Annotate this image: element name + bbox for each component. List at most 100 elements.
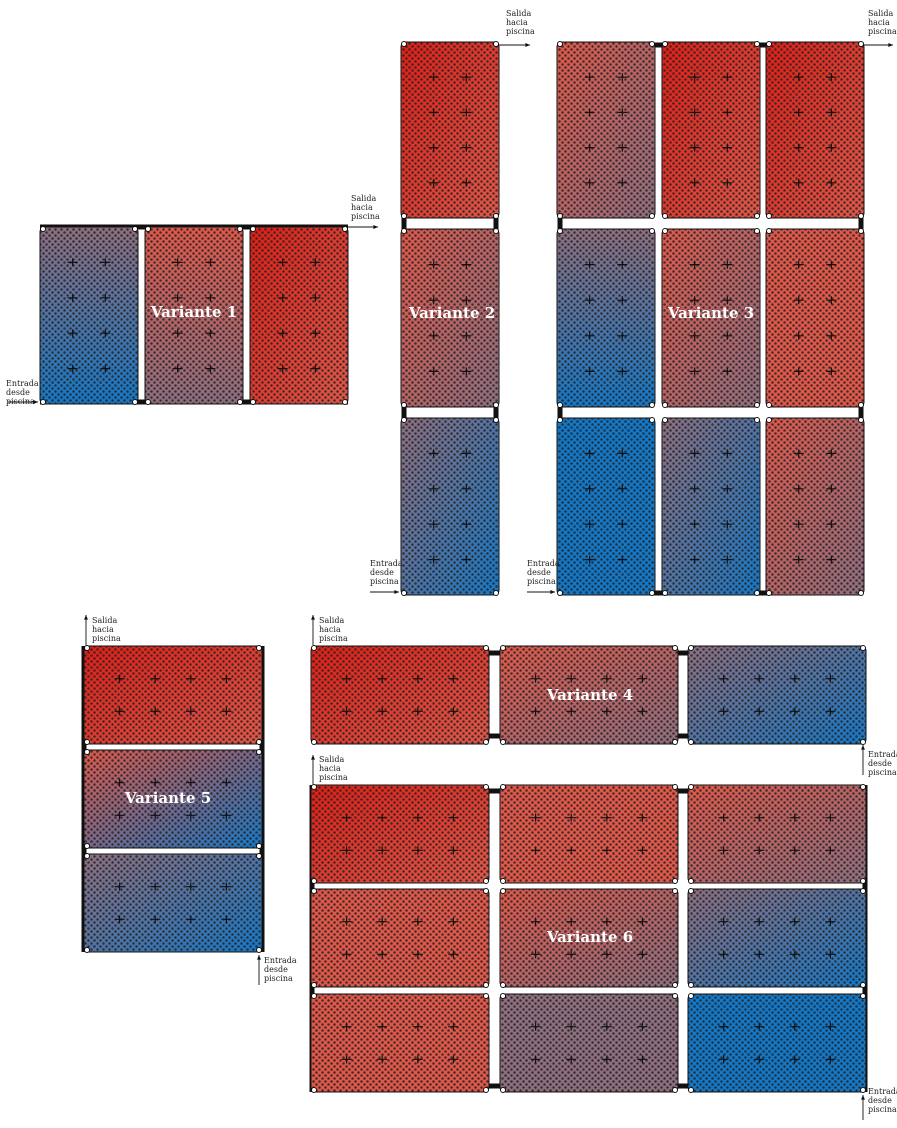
pipe-connector (40, 399, 46, 405)
fastener-mark (100, 258, 111, 267)
fastener-mark (826, 260, 837, 269)
fastener-mark (825, 950, 836, 959)
collector-panel (310, 888, 490, 988)
pipe-connector (860, 1087, 866, 1093)
fastener-mark (718, 813, 729, 822)
collector-panel (765, 41, 865, 219)
pipe-connector (672, 982, 678, 988)
fastener-mark (428, 331, 439, 340)
fastener-mark (722, 484, 733, 493)
collector-panel (310, 645, 490, 745)
fastener-mark (277, 293, 288, 302)
fastener-mark (377, 1022, 388, 1031)
pipe-connector (483, 993, 489, 999)
fastener-mark (825, 1055, 836, 1064)
pipe-connector (754, 41, 760, 47)
fastener-mark (789, 950, 800, 959)
inlet-arrow (861, 1095, 865, 1120)
fastener-mark (461, 520, 472, 529)
fastener-mark (689, 178, 700, 187)
fastener-mark (530, 674, 541, 683)
fastener-mark (826, 484, 837, 493)
fastener-mark (689, 484, 700, 493)
fastener-mark (530, 950, 541, 959)
pipe-connector (688, 982, 694, 988)
pipe-connector (662, 590, 668, 596)
fastener-mark (530, 846, 541, 855)
pipe-connector (860, 993, 866, 999)
pipe-connector (311, 739, 317, 745)
fastener-mark (689, 296, 700, 305)
fastener-mark (172, 258, 183, 267)
fastener-mark (722, 296, 733, 305)
fastener-mark (793, 296, 804, 305)
pipe-connector (493, 213, 499, 219)
collector-panel (765, 228, 865, 408)
fastener-mark (793, 520, 804, 529)
fastener-mark (689, 260, 700, 269)
fastener-mark (428, 296, 439, 305)
pipe-connector (401, 213, 407, 219)
inlet-arrow (527, 590, 555, 594)
pipe-connector (754, 213, 760, 219)
pipe-connector (256, 749, 262, 755)
fastener-mark (412, 950, 423, 959)
fastener-mark (601, 813, 612, 822)
fastener-mark (277, 364, 288, 373)
pipe-connector (500, 1087, 506, 1093)
collector-panel (249, 226, 349, 405)
fastener-mark (825, 707, 836, 716)
pipe-connector (672, 878, 678, 884)
fastener-mark (825, 917, 836, 926)
inlet-arrow (370, 590, 399, 594)
pipe-connector (500, 878, 506, 884)
pipe-connector (256, 843, 262, 849)
fastener-mark (826, 143, 837, 152)
fastener-mark (221, 778, 232, 787)
collector-panel (687, 993, 867, 1093)
fastener-mark (377, 813, 388, 822)
fastener-mark (793, 73, 804, 82)
fastener-mark (100, 329, 111, 338)
pipe-connector (754, 228, 760, 234)
fastener-mark (754, 707, 765, 716)
pipe-connector (311, 993, 317, 999)
pipe-connector (688, 888, 694, 894)
fastener-mark (566, 1022, 577, 1031)
fastener-mark (448, 813, 459, 822)
fastener-mark (448, 707, 459, 716)
fastener-mark (461, 555, 472, 564)
pipe-connector (145, 226, 151, 232)
pipe-connector (557, 590, 563, 596)
fastener-mark (114, 811, 125, 820)
fastener-mark (205, 258, 216, 267)
collector-panel (687, 784, 867, 884)
fastener-mark (530, 813, 541, 822)
fastener-mark (185, 811, 196, 820)
fastener-mark (617, 108, 628, 117)
fastener-mark (114, 882, 125, 891)
fastener-mark (448, 1022, 459, 1031)
fastener-mark (826, 178, 837, 187)
pipe-connector (766, 228, 772, 234)
collector-panel (39, 226, 139, 405)
fastener-mark (310, 329, 321, 338)
outlet-arrow (499, 43, 530, 47)
pipe-connector (483, 645, 489, 651)
fastener-mark (205, 364, 216, 373)
fastener-mark (448, 674, 459, 683)
pipe-connector (483, 982, 489, 988)
pipe-connector (483, 1087, 489, 1093)
pipe-connector (483, 878, 489, 884)
fastener-mark (428, 260, 439, 269)
fastener-mark (150, 882, 161, 891)
collector-panel (556, 41, 656, 219)
collector-panel (400, 228, 500, 408)
fastener-mark (617, 73, 628, 82)
fastener-mark (617, 484, 628, 493)
fastener-mark (185, 707, 196, 716)
fastener-mark (448, 1055, 459, 1064)
